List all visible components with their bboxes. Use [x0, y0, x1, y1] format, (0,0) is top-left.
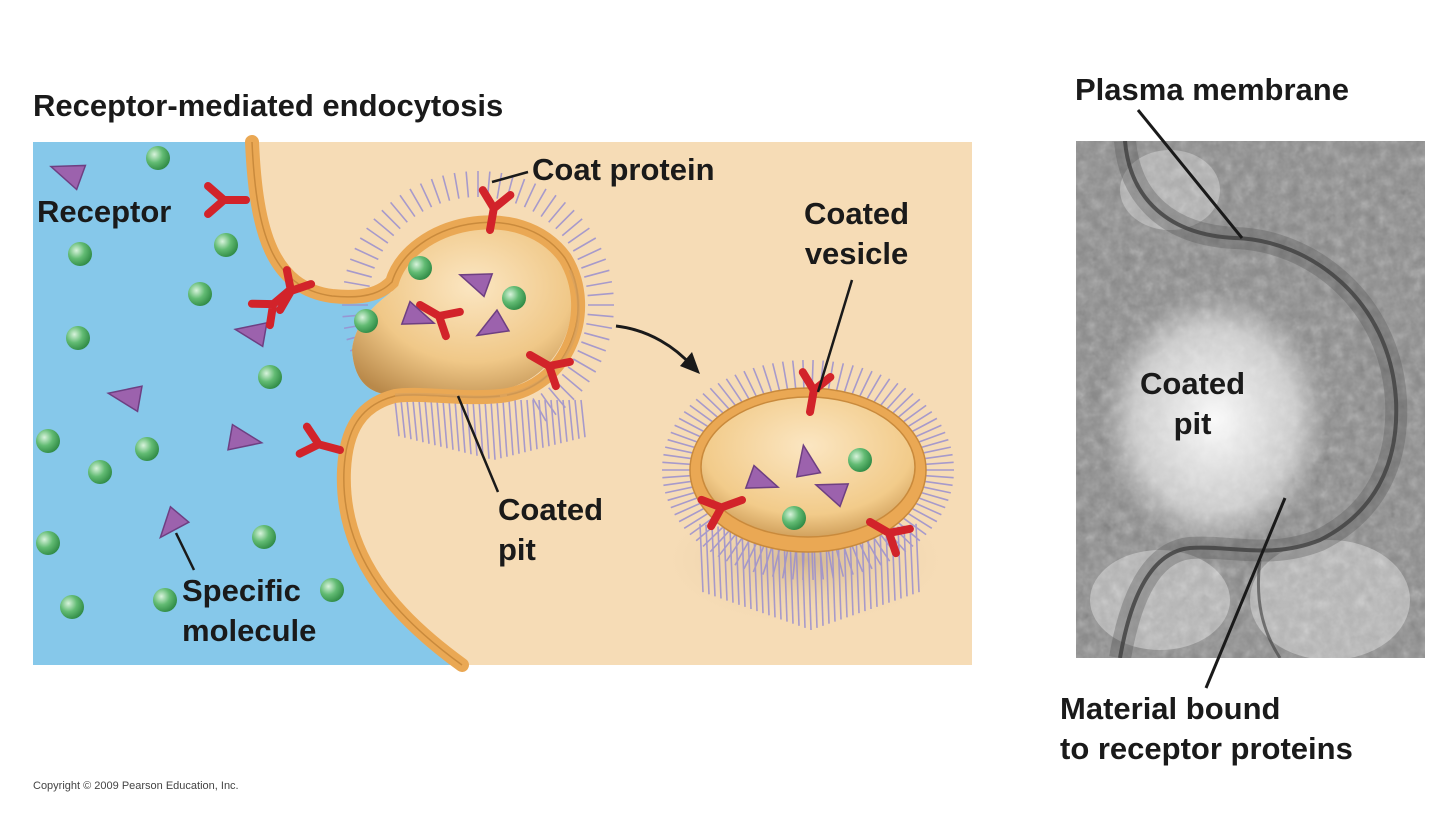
diagram-title: Receptor-mediated endocytosis	[33, 88, 504, 123]
coat-protein-leader	[491, 170, 529, 184]
molecule-sphere	[68, 242, 92, 266]
specific-molecule-triangle	[233, 321, 268, 348]
copyright-notice: Copyright © 2009 Pearson Education, Inc.	[33, 780, 239, 792]
specific-molecule-triangle	[106, 385, 143, 413]
extracellular-region	[33, 142, 460, 665]
specific-molecule-triangle	[795, 443, 822, 478]
electron-micrograph	[1076, 141, 1425, 658]
specific-molecule-triangle	[227, 423, 264, 451]
molecule-sphere	[88, 460, 112, 484]
molecule-sphere	[848, 448, 872, 472]
receptor-label: Receptor	[37, 194, 172, 229]
material-bound-leader	[1204, 497, 1287, 689]
molecule-sphere	[258, 365, 282, 389]
receptor-protein	[204, 182, 250, 218]
molecule-sphere	[153, 588, 177, 612]
molecule-sphere	[252, 525, 276, 549]
molecule-sphere	[214, 233, 238, 257]
specific-molecule-leader	[174, 532, 196, 571]
molecule-sphere	[135, 437, 159, 461]
receptor-protein	[697, 495, 746, 531]
molecule-sphere	[782, 506, 806, 530]
receptor-protein	[295, 422, 344, 458]
molecule-sphere	[36, 531, 60, 555]
plasma-membrane-label: Plasma membrane	[1075, 72, 1349, 107]
specific-molecule-triangle	[49, 164, 87, 191]
coated-pit-label: Coated pit	[498, 492, 604, 567]
material-bound-label: Material bound to receptor proteins	[1060, 691, 1353, 766]
specific-molecule-triangle	[744, 464, 780, 489]
molecule-sphere	[60, 595, 84, 619]
receptor-protein	[798, 368, 835, 416]
coated-pit-leader	[456, 395, 500, 493]
specific-molecule-triangle	[458, 273, 494, 298]
receptor-protein	[276, 266, 316, 314]
specific-molecule-triangle	[814, 483, 850, 508]
molecule-sphere	[502, 286, 526, 310]
specific-molecule-triangle	[475, 308, 511, 337]
specific-molecule-triangle	[159, 505, 191, 540]
specific-molecule-triangle	[400, 300, 436, 325]
molecule-sphere	[188, 282, 212, 306]
micrograph-membrane	[1118, 141, 1399, 658]
molecule-sphere	[66, 326, 90, 350]
micrograph-coated-pit-label: Coated pit	[1140, 366, 1246, 441]
coat-protein-label: Coat protein	[532, 152, 715, 187]
coated-vesicle-leader	[816, 279, 854, 393]
molecule-sphere	[408, 256, 432, 280]
plasma-membrane-leader	[1136, 109, 1244, 239]
receptor-protein	[478, 186, 515, 234]
coated-vesicle-label: Coated vesicle	[804, 196, 910, 271]
molecule-sphere	[354, 309, 378, 333]
receptor-protein	[526, 351, 574, 391]
receptor-protein	[866, 518, 914, 558]
receptor-protein	[416, 301, 464, 341]
molecule-sphere	[36, 429, 60, 453]
vesicle-coat	[662, 360, 954, 631]
molecule-sphere	[146, 146, 170, 170]
molecule-sphere	[320, 578, 344, 602]
specific-molecule-label: Specific molecule	[182, 573, 317, 648]
